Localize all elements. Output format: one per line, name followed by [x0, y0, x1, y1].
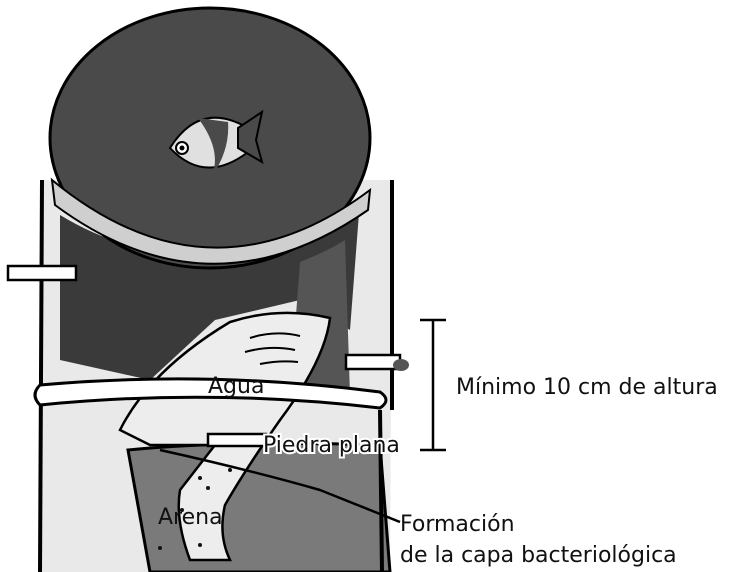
right-tab-drop — [393, 359, 409, 371]
label-layer-line2: de la capa bacteriológica — [400, 543, 677, 568]
label-sand: Arena — [158, 505, 223, 530]
label-layer-line1: Formación — [400, 512, 515, 537]
label-flat-stone: Piedra plana — [263, 433, 400, 458]
left-tab — [8, 266, 76, 280]
height-bracket — [420, 320, 446, 450]
label-water: Agua — [208, 374, 264, 399]
label-height: Mínimo 10 cm de altura — [456, 375, 718, 400]
container-left-wall — [40, 180, 42, 572]
flat-stone — [208, 434, 266, 446]
right-tab — [346, 355, 400, 369]
